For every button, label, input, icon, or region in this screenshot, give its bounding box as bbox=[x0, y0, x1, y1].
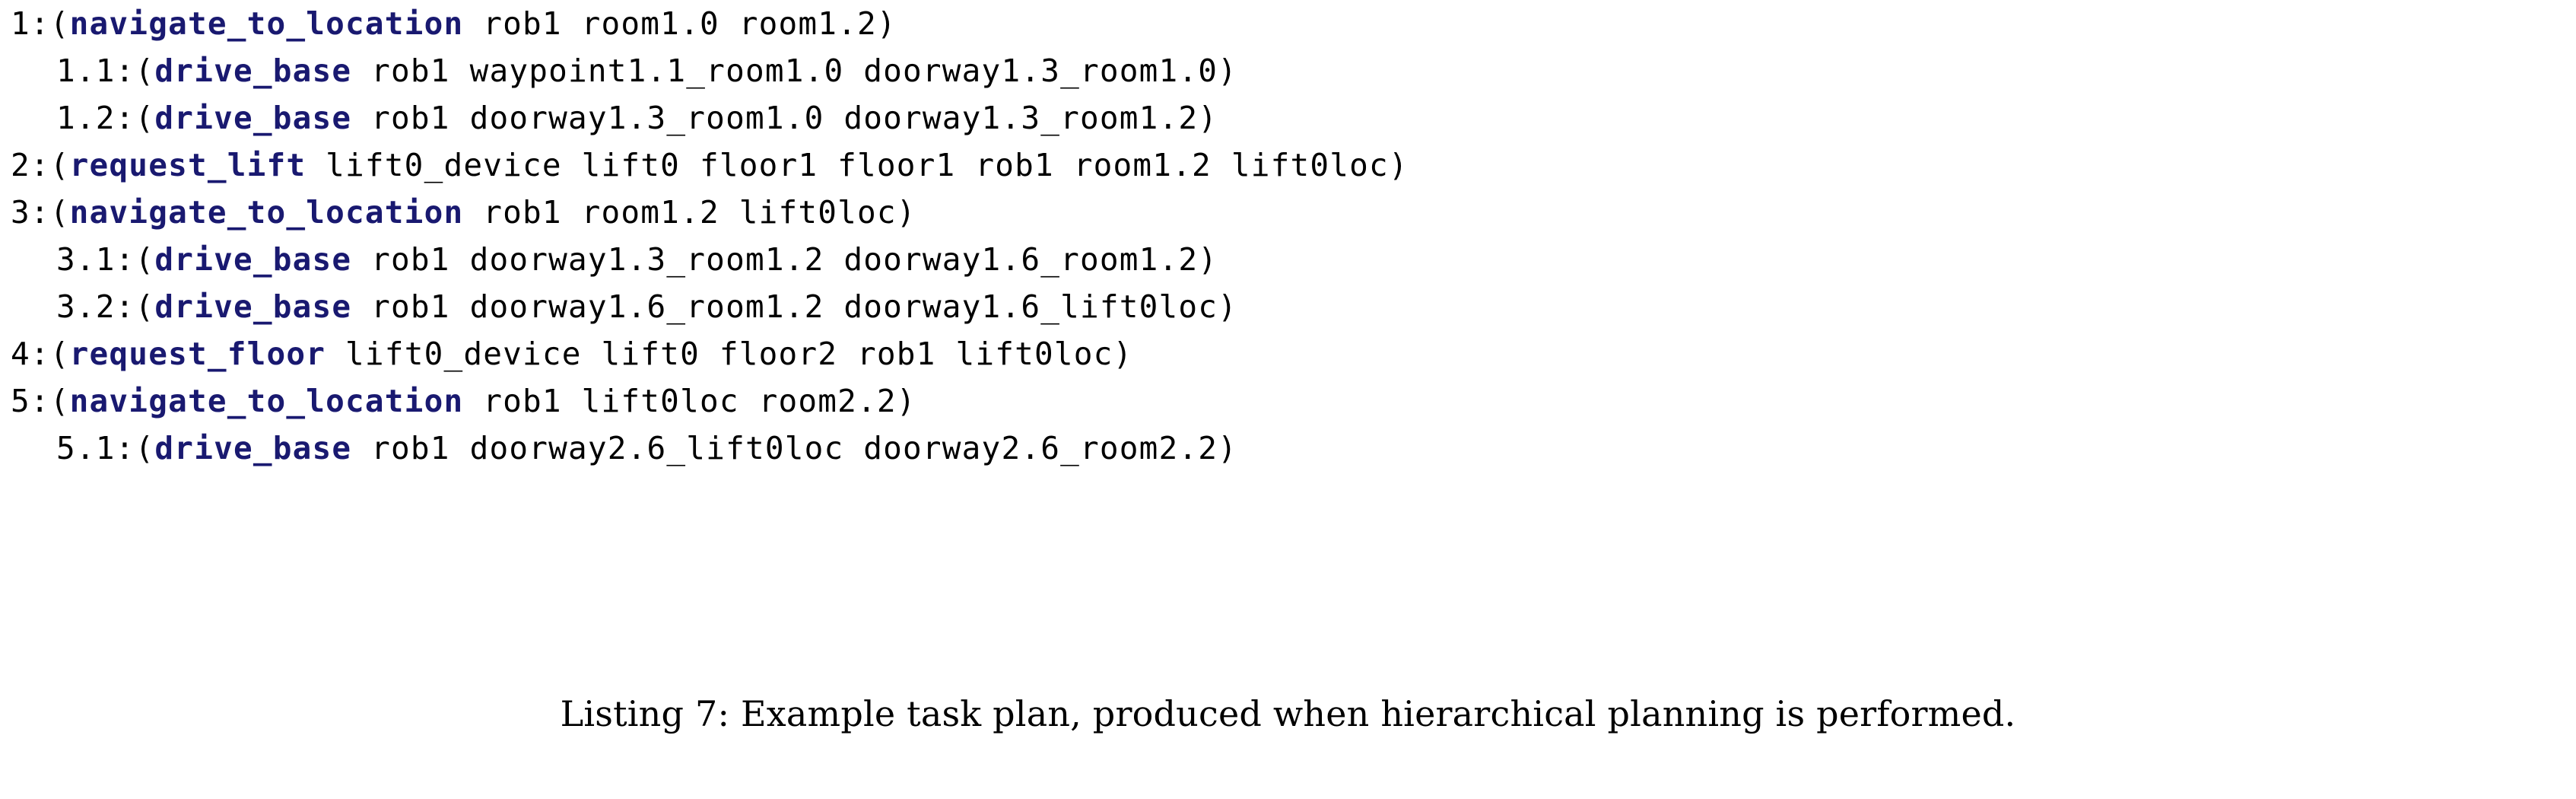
code-arguments: rob1 doorway1.3_room1.2 doorway1.6_room1… bbox=[351, 241, 1218, 278]
code-action-keyword: drive_base bbox=[154, 288, 352, 325]
code-step-number: 3.1:( bbox=[56, 241, 155, 278]
code-arguments: lift0_device lift0 floor2 rob1 lift0loc) bbox=[326, 336, 1133, 372]
code-arguments: rob1 doorway2.6_lift0loc doorway2.6_room… bbox=[351, 430, 1238, 466]
code-step-number: 5:( bbox=[11, 383, 70, 419]
code-action-keyword: drive_base bbox=[154, 430, 352, 466]
code-action-keyword: navigate_to_location bbox=[69, 5, 464, 42]
code-step-number: 1.2:( bbox=[56, 100, 155, 136]
listing-caption: Listing 7: Example task plan, produced w… bbox=[560, 693, 2016, 734]
code-action-keyword: request_floor bbox=[69, 336, 326, 372]
code-line: 5:(navigate_to_location rob1 lift0loc ro… bbox=[0, 377, 2576, 425]
code-step-number: 5.1:( bbox=[56, 430, 155, 466]
code-line: 5.1:(drive_base rob1 doorway2.6_lift0loc… bbox=[0, 425, 2576, 472]
code-arguments: lift0_device lift0 floor1 floor1 rob1 ro… bbox=[306, 147, 1409, 183]
code-action-keyword: drive_base bbox=[154, 53, 352, 89]
code-action-keyword: drive_base bbox=[154, 100, 352, 136]
code-line: 4:(request_floor lift0_device lift0 floo… bbox=[0, 330, 2576, 377]
code-step-number: 3.2:( bbox=[56, 288, 155, 325]
code-step-number: 3:( bbox=[11, 194, 70, 231]
code-line: 3.1:(drive_base rob1 doorway1.3_room1.2 … bbox=[0, 236, 2576, 283]
code-line: 2:(request_lift lift0_device lift0 floor… bbox=[0, 142, 2576, 189]
code-action-keyword: navigate_to_location bbox=[69, 194, 464, 231]
code-line: 1.2:(drive_base rob1 doorway1.3_room1.0 … bbox=[0, 94, 2576, 142]
code-action-keyword: navigate_to_location bbox=[69, 383, 464, 419]
code-step-number: 1:( bbox=[11, 5, 70, 42]
code-line: 3:(navigate_to_location rob1 room1.2 lif… bbox=[0, 189, 2576, 236]
code-step-number: 4:( bbox=[11, 336, 70, 372]
code-action-keyword: drive_base bbox=[154, 241, 352, 278]
code-line: 3.2:(drive_base rob1 doorway1.6_room1.2 … bbox=[0, 283, 2576, 330]
code-listing-block: 1:(navigate_to_location rob1 room1.0 roo… bbox=[0, 0, 2576, 472]
code-arguments: rob1 doorway1.6_room1.2 doorway1.6_lift0… bbox=[351, 288, 1238, 325]
code-arguments: rob1 room1.0 room1.2) bbox=[463, 5, 897, 42]
code-line: 1.1:(drive_base rob1 waypoint1.1_room1.0… bbox=[0, 47, 2576, 94]
code-arguments: rob1 lift0loc room2.2) bbox=[463, 383, 916, 419]
code-arguments: rob1 room1.2 lift0loc) bbox=[463, 194, 916, 231]
code-action-keyword: request_lift bbox=[69, 147, 307, 183]
code-arguments: rob1 doorway1.3_room1.0 doorway1.3_room1… bbox=[351, 100, 1218, 136]
code-step-number: 1.1:( bbox=[56, 53, 155, 89]
code-arguments: rob1 waypoint1.1_room1.0 doorway1.3_room… bbox=[351, 53, 1238, 89]
code-step-number: 2:( bbox=[11, 147, 70, 183]
code-line: 1:(navigate_to_location rob1 room1.0 roo… bbox=[0, 0, 2576, 47]
